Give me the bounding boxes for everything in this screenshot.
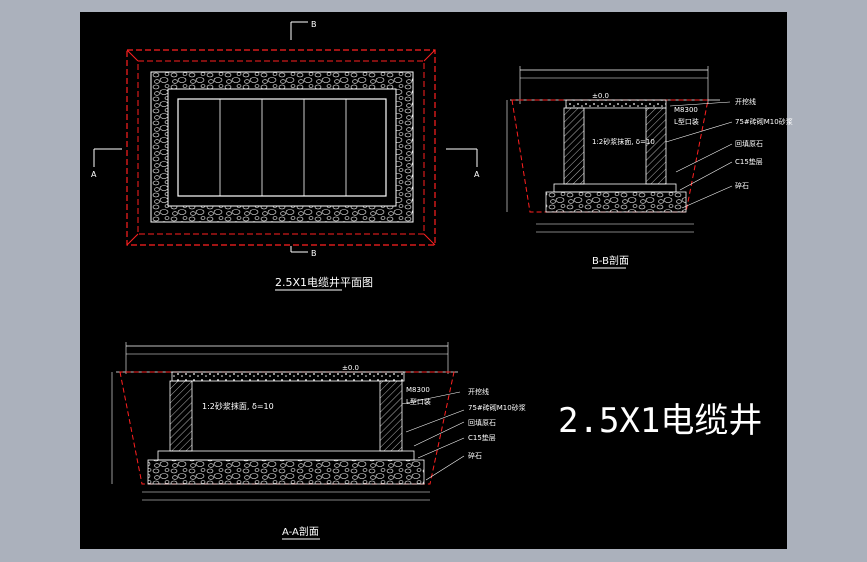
cut-label-top: B xyxy=(311,20,317,29)
aa-callout-4: 回填原石 xyxy=(468,418,496,427)
bb-callout-1: M8300 xyxy=(674,106,698,114)
bb-wall-text: 1:2砂浆抹面, δ=10 xyxy=(592,137,655,146)
aa-caption: A-A剖面 xyxy=(282,525,319,538)
aa-level: ±0.0 xyxy=(342,364,359,372)
aa-callout-0: M8300 xyxy=(406,386,430,394)
bb-callout-2: L型口装 xyxy=(674,117,699,126)
bb-caption: B-B剖面 xyxy=(592,254,629,267)
aa-callout-5: C15垫层 xyxy=(468,433,496,442)
drawing-canvas: B B A A 2.5X1电缆井平面图 ±0.0 1:2砂浆抹面, δ=10 xyxy=(91,20,793,540)
plan-view: B B A A 2.5X1电缆井平面图 xyxy=(91,20,480,291)
section-aa: ±0.0 1:2砂浆抹面, δ=10 M8300 L型口装 开挖线 75#砖砌M… xyxy=(111,342,526,540)
cut-label-bottom: B xyxy=(311,249,317,258)
bb-level: ±0.0 xyxy=(592,92,609,100)
bb-callout-6: 碎石 xyxy=(735,181,749,190)
bb-callout-5: C15垫层 xyxy=(735,157,763,166)
aa-wall-text: 1:2砂浆抹面, δ=10 xyxy=(202,401,274,411)
cut-label-right: A xyxy=(474,170,480,179)
section-bb: ±0.0 1:2砂浆抹面, δ=10 开挖线 M8300 L型口装 75#砖砌M… xyxy=(506,66,793,269)
drawing-title: 2.5X1电缆井 xyxy=(558,401,762,441)
aa-callout-6: 碎石 xyxy=(468,451,482,460)
aa-callout-1: L型口装 xyxy=(406,397,431,406)
bb-callout-0: 开挖线 xyxy=(735,97,756,106)
cut-label-left: A xyxy=(91,170,97,179)
cad-drawing-viewport[interactable]: B B A A 2.5X1电缆井平面图 ±0.0 1:2砂浆抹面, δ=10 xyxy=(80,12,793,549)
bb-callout-3: 75#砖砌M10砂浆 xyxy=(735,117,793,126)
aa-callout-2: 开挖线 xyxy=(468,387,489,396)
aa-callouts: M8300 L型口装 开挖线 75#砖砌M10砂浆 回填原石 C15垫层 碎石 xyxy=(401,386,526,481)
plan-caption: 2.5X1电缆井平面图 xyxy=(275,275,373,289)
bb-callout-4: 回填原石 xyxy=(735,139,763,148)
aa-callout-3: 75#砖砌M10砂浆 xyxy=(468,403,526,412)
bb-callouts: 开挖线 M8300 L型口装 75#砖砌M10砂浆 回填原石 C15垫层 碎石 xyxy=(665,97,793,209)
